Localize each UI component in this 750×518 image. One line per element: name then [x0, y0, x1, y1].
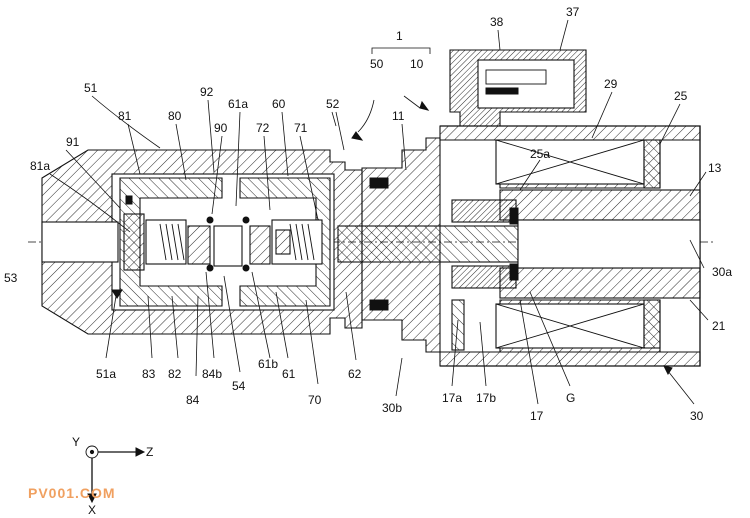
label-72: 72	[256, 121, 270, 135]
label-82: 82	[168, 367, 182, 381]
label-38: 38	[490, 15, 504, 29]
label-91: 91	[66, 135, 80, 149]
x-axis-arrow	[87, 493, 97, 504]
label-25: 25	[674, 89, 688, 103]
spring-chamber-82	[145, 219, 187, 265]
label-61: 61	[282, 367, 296, 381]
arrow-10	[419, 100, 430, 111]
label-84: 84	[186, 393, 200, 407]
sleeve-60	[239, 177, 331, 307]
watermark: PV001.COM	[28, 485, 116, 501]
label-10: 10	[410, 57, 424, 71]
o-ring-upper	[369, 177, 389, 189]
washer-lower	[509, 263, 519, 281]
label-81: 81	[118, 109, 132, 123]
label-60: 60	[272, 97, 286, 111]
axis-label-z: Z	[146, 445, 153, 459]
label-61b: 61b	[258, 357, 278, 371]
label-17: 17	[530, 409, 544, 423]
bobbin-end-upper	[643, 139, 661, 189]
label-61a: 61a	[228, 97, 248, 111]
label-25a: 25a	[530, 147, 550, 161]
valve-81	[123, 213, 145, 271]
label-50: 50	[370, 57, 384, 71]
shaft-11	[337, 225, 519, 263]
seal-91	[125, 195, 133, 205]
label-83: 83	[142, 367, 156, 381]
label-11: 11	[392, 109, 405, 123]
label-30a: 30a	[712, 265, 732, 279]
label-G: G	[566, 391, 575, 405]
label-84b: 84b	[202, 367, 222, 381]
axis-label-x: X	[88, 503, 96, 517]
inlet-bore-53	[41, 221, 119, 263]
terminal-pin	[485, 87, 519, 95]
leader-lines	[41, 19, 709, 405]
sleeve-80	[119, 177, 223, 307]
label-92: 92	[200, 85, 214, 99]
arrow-51a	[111, 289, 123, 299]
spring-82	[159, 223, 185, 261]
ball-61a	[242, 216, 250, 224]
washer-upper	[509, 207, 519, 225]
label-80: 80	[168, 109, 182, 123]
label-70: 70	[308, 393, 322, 407]
label-62: 62	[348, 367, 362, 381]
label-71: 71	[294, 121, 308, 135]
label-17a: 17a	[442, 391, 462, 405]
stator-21	[499, 267, 701, 299]
reference-labels: 1 50 10 38 37 51 92 61a 60 52 11 29 25 8…	[4, 5, 732, 423]
label-51a: 51a	[96, 367, 116, 381]
spring-71	[289, 223, 315, 261]
label-54: 54	[232, 379, 246, 393]
coordinate-axes: Y Z X	[72, 435, 153, 517]
label-37: 37	[566, 5, 580, 19]
z-axis-arrow	[135, 447, 146, 457]
arrow-30	[663, 365, 673, 375]
shim-17a	[451, 299, 465, 351]
axis-label-y: Y	[72, 435, 80, 449]
label-30: 30	[690, 409, 704, 423]
ball-84b	[206, 264, 214, 272]
y-axis-dot	[89, 449, 95, 455]
coil-29-upper-x	[495, 139, 645, 185]
label-90: 90	[214, 121, 228, 135]
label-30b: 30b	[382, 401, 402, 415]
armature-17-upper	[451, 199, 517, 223]
label-51: 51	[84, 81, 98, 95]
label-52: 52	[326, 97, 340, 111]
label-13: 13	[708, 161, 722, 175]
terminal	[485, 69, 547, 85]
arrow-50	[351, 131, 364, 141]
label-81a: 81a	[30, 159, 50, 173]
ball-61b	[242, 264, 250, 272]
valve-61	[249, 225, 271, 265]
label-53: 53	[4, 271, 18, 285]
retainer-72	[275, 229, 291, 255]
label-21: 21	[712, 319, 726, 333]
coil-29-lower-x	[495, 303, 645, 349]
ball-92	[206, 216, 214, 224]
bobbin-end-lower	[643, 299, 661, 349]
armature-17-lower	[451, 265, 517, 289]
passage-54	[213, 225, 243, 267]
stator-25	[499, 189, 701, 221]
label-1: 1	[396, 29, 403, 43]
label-29: 29	[604, 77, 618, 91]
plunger-bore	[517, 219, 701, 269]
poppet-90	[187, 225, 211, 265]
bracket-1	[371, 47, 431, 54]
label-17b: 17b	[476, 391, 496, 405]
o-ring-lower	[369, 299, 389, 311]
